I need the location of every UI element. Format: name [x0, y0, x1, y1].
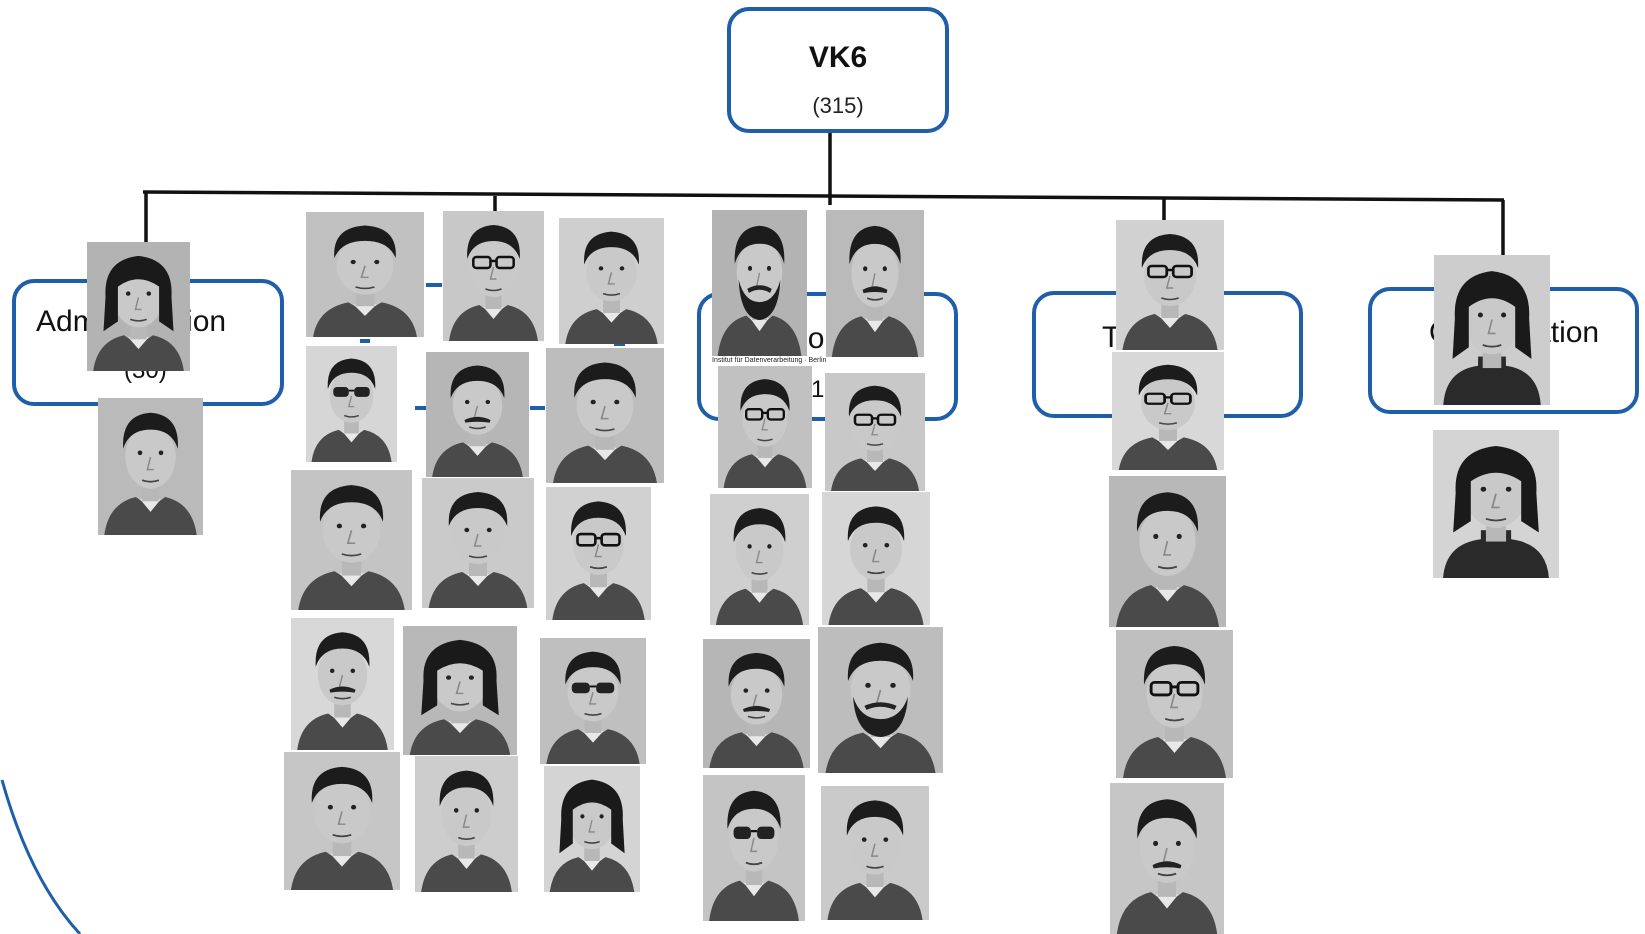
- root-title: VK6: [808, 41, 868, 74]
- portrait-photo: [822, 492, 930, 625]
- portrait-photo: [1109, 476, 1226, 627]
- portrait-photo: [544, 766, 640, 892]
- portrait-photo: [712, 210, 807, 356]
- portrait-photo: [284, 752, 400, 890]
- decorative-arc: [0, 779, 82, 934]
- portrait-photo: [826, 210, 924, 357]
- portrait-photo: [1116, 630, 1233, 778]
- portrait-photo: [98, 398, 203, 535]
- portrait-photo: [443, 211, 544, 341]
- portrait-photo: [403, 626, 517, 755]
- root-box: VK6 (315): [727, 7, 949, 133]
- portrait-photo: [559, 218, 664, 344]
- portrait-photo: [703, 639, 810, 768]
- portrait-photo: [422, 478, 534, 608]
- portrait-photo: [291, 470, 412, 610]
- portrait-photo: [306, 346, 397, 462]
- portrait-photo: [821, 786, 929, 920]
- portrait-photo: [306, 212, 424, 337]
- portrait-photo: [1112, 352, 1224, 470]
- portrait-photo: [291, 618, 394, 750]
- portrait-photo: [546, 348, 664, 483]
- portrait-photo: [1116, 220, 1224, 350]
- portrait-photo: [546, 487, 651, 620]
- development-caption: Institut für Datenverarbeitung · Berlin: [712, 357, 827, 364]
- portrait-photo: [540, 638, 646, 764]
- portrait-photo: [718, 366, 812, 488]
- portrait-photo: [1110, 783, 1224, 934]
- connector-lines: [142, 132, 1505, 258]
- unit-label-technology: T: [1102, 321, 1121, 354]
- portrait-photo: [818, 627, 943, 773]
- root-count: (315): [812, 93, 864, 118]
- portrait-photo: [1434, 255, 1550, 405]
- portrait-photo: [703, 775, 805, 921]
- portrait-photo: [426, 352, 529, 477]
- portrait-photo: [710, 494, 809, 625]
- portrait-photo: [415, 756, 518, 892]
- portrait-photo: [87, 242, 190, 371]
- portrait-photo: [1433, 430, 1559, 578]
- portrait-photo: [825, 373, 925, 491]
